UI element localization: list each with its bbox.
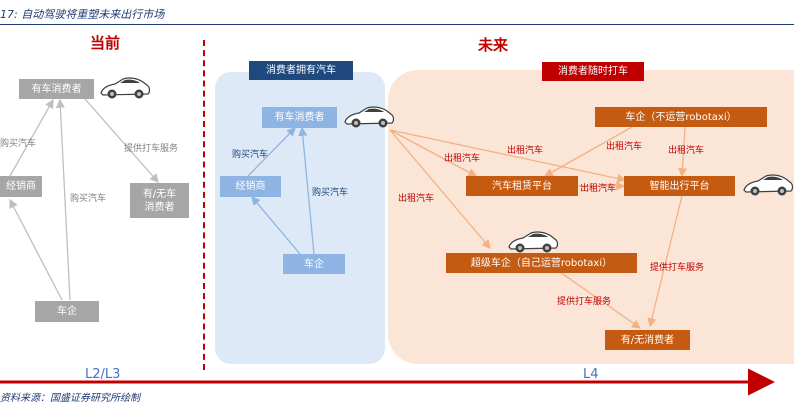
l4-label-ride-1: 提供打车服务 [650,263,705,273]
l4-node-oem-no-robotaxi: 车企（不运营robotaxi） [595,107,767,127]
figure-source: 资料来源：国盛证券研究所绘制 [0,393,140,404]
title-rule [0,24,794,25]
l2-node-dealer: 经销商 [220,176,281,197]
arrow-super-to-consumer [559,271,642,329]
current-node-oem: 车企 [35,301,99,322]
current-label-buy-2: 购买汽车 [70,194,107,204]
stage-label-l2-l3: L2/L3 [85,367,121,382]
l4-node-mobility-platform: 智能出行平台 [624,176,735,196]
l2-label-buy-1: 购买汽车 [232,150,269,160]
arrow-dealer-to-consumer [9,98,54,177]
l4-label-rent-2: 出租汽车 [507,146,544,156]
l2-node-oem: 车企 [283,254,345,274]
l4-node-consumer: 有/无消费者 [605,330,690,350]
l4-label-rent-6: 出租汽车 [580,184,617,194]
current-node-dealer: 经销商 [0,176,42,197]
stage-label-l4: L4 [583,367,599,382]
l4-node-rental-platform: 汽车租赁平台 [466,176,578,196]
section-future-heading: 未来 [478,36,509,54]
current-label-ride: 提供打车服务 [124,144,179,154]
section-current-heading: 当前 [90,34,121,52]
car-icon [100,77,151,99]
current-label-buy-1: 购买汽车 [0,139,37,149]
l4-node-super-oem: 超级车企（自己运营robotaxi） [446,253,637,273]
arrow-ride-service [84,98,159,183]
current-node-consumer-any: 有/无车 消费者 [130,183,189,218]
arrow-oem-to-rental [543,126,633,177]
l4-label-rent-5: 出租汽车 [398,194,435,204]
car-icon [743,174,794,196]
arrow-oem-to-consumer [55,98,71,301]
panel-own-car-title: 消费者拥有汽车 [249,61,353,80]
car-icon [508,231,559,253]
arrow-l2-oem-to-consumer [298,126,315,255]
panel-anytime-title: 消费者随时打车 [542,62,644,81]
arrow-l2-dealer-to-consumer [247,127,296,177]
arrow-oem-to-mobility [677,126,688,178]
l4-label-ride-2: 提供打车服务 [557,297,612,307]
arrow-oem-to-dealer [9,198,63,301]
l2-label-buy-2: 购买汽车 [312,188,349,198]
l2-node-consumer: 有车消费者 [262,107,337,128]
current-node-consumer: 有车消费者 [19,79,94,99]
arrow-l2-oem-to-dealer [251,196,301,255]
arrow-consumer-to-super [389,129,491,249]
arrow-consumer-to-rental [389,129,478,177]
section-divider [203,40,205,370]
figure-title: 17: 自动驾驶将重塑未来出行市场 [0,8,165,21]
l4-label-rent-1: 出租汽车 [444,154,481,164]
arrow-consumer-to-mobility [389,129,627,183]
l4-label-rent-4: 出租汽车 [668,146,705,156]
car-icon [344,106,395,128]
l4-label-rent-3: 出租汽车 [606,142,643,152]
arrow-mobility-to-consumer [647,195,683,328]
